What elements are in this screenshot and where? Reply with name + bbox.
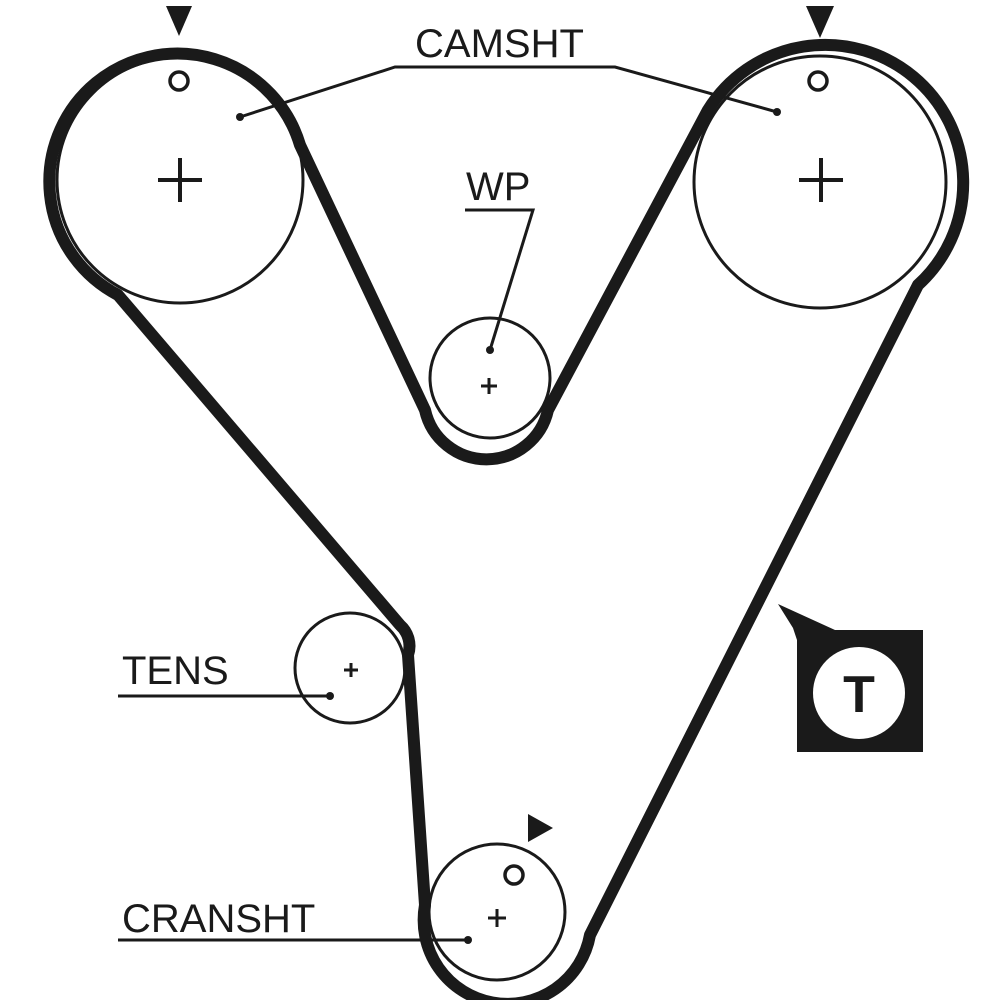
center-cross-icon [481,378,497,394]
water-pump-pulley [428,316,552,440]
timing-mark-dot-icon [503,864,525,886]
water-pump-leader-line [465,208,536,351]
tensioner-badge-icon: T [778,604,923,752]
timing-mark-arrow-icon [528,814,553,842]
timing-mark-arrow-icon [166,6,192,36]
timing-mark-dot-icon [807,70,829,92]
camshaft-label: CAMSHT [415,22,584,66]
center-cross-icon [344,663,358,677]
leader-point [773,108,781,116]
camshaft-pulley-right [692,54,948,310]
leader-point [236,113,244,121]
center-cross-icon [799,158,843,202]
leader-point [464,936,472,944]
timing-belt [43,38,970,1000]
timing-mark-dot-icon [168,70,190,92]
leader-point [486,346,494,354]
tensioner-label: TENS [122,649,229,693]
tensioner-badge-letter: T [843,666,875,724]
timing-mark-arrow-icon [806,6,834,38]
crankshaft-label: CRANSHT [122,897,315,941]
center-cross-icon [488,909,506,927]
leader-point [326,692,334,700]
water-pump-label: WP [466,165,530,209]
center-cross-icon [158,158,202,202]
camshaft-leader-line [239,65,778,119]
